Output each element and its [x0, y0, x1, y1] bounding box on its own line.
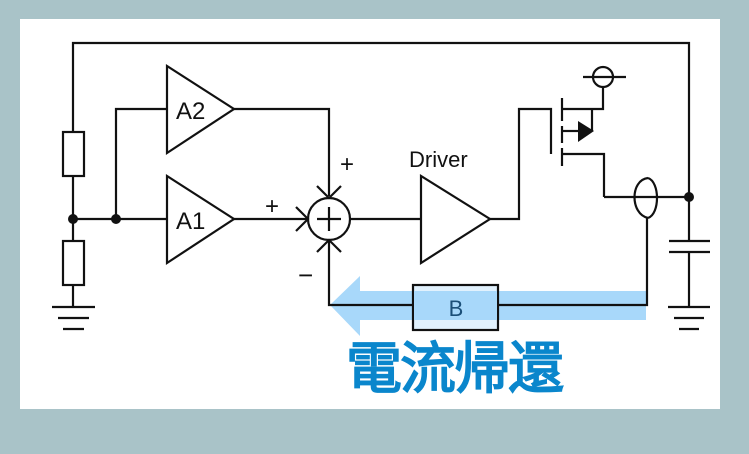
- driver-label: Driver: [409, 147, 468, 172]
- driver-amplifier: [419, 174, 493, 266]
- sum-minus-label: −: [298, 260, 313, 290]
- sum-plus-left-label: +: [265, 193, 279, 220]
- resistor-lower: [61, 239, 86, 287]
- capacitor: [669, 197, 710, 307]
- junction-dot: [68, 214, 78, 224]
- supply-terminal-icon: [583, 65, 626, 89]
- feedback-block-B: B: [411, 283, 500, 332]
- sum-plus-top-label: +: [340, 151, 354, 178]
- svg-text:B: B: [449, 296, 464, 321]
- amplifier-A1: A1: [165, 173, 237, 266]
- current-sensor-icon: [633, 176, 659, 220]
- ground-right-icon: [668, 305, 710, 331]
- svg-text:A2: A2: [176, 98, 205, 125]
- top-feedback-wire: [71, 41, 691, 197]
- resistor-upper: [61, 130, 86, 178]
- svg-text:A1: A1: [176, 208, 205, 235]
- amplifier-A2: A2: [165, 63, 237, 156]
- mosfet: [560, 85, 606, 197]
- ground-left-icon: [52, 305, 95, 331]
- caption-current-feedback: 電流帰還: [346, 337, 564, 402]
